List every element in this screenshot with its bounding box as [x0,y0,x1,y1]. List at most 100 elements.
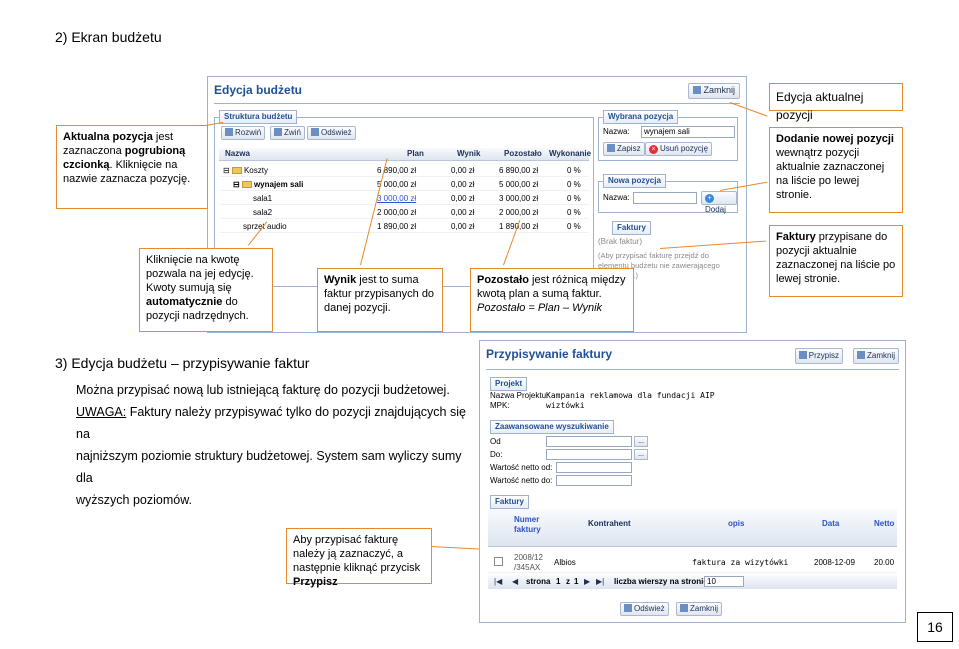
section-heading-budget-screen: 2) Ekran budżetu [55,29,162,45]
assign-label: Przypisz [808,351,839,360]
row-name[interactable]: sala1 [253,194,273,203]
col-desc[interactable]: opis [728,519,745,528]
row-plan[interactable]: 1 890,00 zł [377,222,417,231]
close-button[interactable]: Zamknij [852,348,899,364]
row-net: 20.00 [874,558,895,567]
row-name[interactable]: sala2 [253,208,273,217]
folder-icon [231,167,242,174]
close-icon [856,351,865,359]
delete-icon: × [649,145,658,154]
assign-invoice-title: Przypisywanie faktury [486,347,613,361]
row-plan[interactable]: 2 000,00 zł [377,208,417,217]
table-row[interactable]: ⊟ Koszty 6 890,00 zł 0,00 zł 6 890,00 zł… [219,164,589,177]
col-plan: Plan [407,149,424,158]
refresh-icon [624,604,632,612]
table-row[interactable]: ⊟ wynajem sali 5 000,00 zł 0,00 zł 5 000… [219,178,589,191]
refresh-label: Odśwież [321,128,352,137]
new-name-input[interactable] [633,192,697,204]
row-pozostalo: 5 000,00 zł [499,180,539,189]
mpk-value: wiztówki [546,401,585,410]
row-wykonanie: 0 % [567,222,581,231]
project-section: Projekt Nazwa Projektu: Kampania reklamo… [488,377,899,415]
project-name-label: Nazwa Projektu: [490,391,549,400]
row-plan[interactable]: 5 000,00 zł [377,180,417,189]
selected-label: Wybrana pozycja [603,110,679,124]
close-button[interactable]: Zamknij [688,83,740,99]
row-wykonanie: 0 % [567,194,581,203]
invoices-label: Faktury [490,495,529,509]
row-pozostalo: 2 000,00 zł [499,208,539,217]
expand-button[interactable]: Rozwiń [221,126,266,140]
body-line-3: najniższym poziomie struktury budżetowej… [76,449,462,485]
row-contractor: Albios [554,558,576,567]
save-button[interactable]: Zapisz [603,142,645,156]
amount-from-label: Wartość netto od: [490,463,553,472]
to-date-picker-button[interactable]: ... [634,449,648,460]
name-input[interactable]: wynajem sali [641,126,735,138]
assign-button[interactable]: Przypisz [794,348,843,364]
to-date-input[interactable] [546,449,632,460]
row-plan[interactable]: 3 000,00 zł [377,194,417,203]
cancel-label: Zamknij [690,604,719,613]
name-label: Nazwa: [603,127,630,136]
last-page-button[interactable]: ▶| [596,577,605,586]
collapse-button[interactable]: Zwiń [270,126,305,140]
body-line-4: wyższych poziomów. [76,493,193,507]
col-wykonanie: Wykonanie [549,149,592,158]
from-date-picker-button[interactable]: ... [634,436,648,447]
close-icon [680,604,688,612]
prev-page-button[interactable]: ◀ [512,577,519,586]
delete-position-button[interactable]: ×Usuń pozycję [645,142,713,156]
note-amount-click: Kliknięcie na kwotę pozwala na jej edycj… [139,248,273,332]
col-pozostalo: Pozostało [504,149,542,158]
page-total: 1 [574,577,579,586]
row-date: 2008-12-09 [814,558,855,567]
refresh-button[interactable]: Odśwież [620,602,669,616]
project-name-value: Kampania reklamowa dla fundacji AIP [546,391,715,400]
col-name: Nazwa [225,149,250,158]
col-date[interactable]: Data [822,519,840,528]
rows-per-page-select[interactable]: 10 [704,576,744,587]
collapse-label: Zwiń [284,128,301,137]
refresh-label: Odśwież [634,604,665,613]
assign-icon [798,351,807,359]
col-contractor[interactable]: Kontrahent [588,519,631,528]
row-name[interactable]: sprzęt audio [243,222,287,231]
delete-label: Usuń pozycję [660,144,709,153]
row-name[interactable]: wynajem sali [253,180,304,189]
row-pozostalo: 1 890,00 zł [499,222,539,231]
table-row[interactable]: sala2 2 000,00 zł 0,00 zł 2 000,00 zł 0 … [219,206,589,219]
section-heading-invoice-assign: 3) Edycja budżetu – przypisywanie faktur [55,355,310,371]
refresh-button[interactable]: Odśwież [307,126,356,140]
advanced-label: Zaawansowane wyszukiwanie [490,420,614,434]
add-icon: + [705,194,714,203]
from-date-input[interactable] [546,436,632,447]
folder-icon [241,181,252,188]
page-of: z [566,577,570,586]
body-line-1: Można przypisać nową lub istniejącą fakt… [76,383,450,397]
row-plan[interactable]: 6 890,00 zł [377,166,417,175]
row-name[interactable]: Koszty [243,166,268,175]
invoices-section: Faktury [488,495,548,509]
cancel-button[interactable]: Zamknij [676,602,723,616]
amount-from-input[interactable] [556,462,632,473]
amount-to-input[interactable] [556,475,632,486]
page-label: strona [526,577,551,586]
col-net[interactable]: Netto [874,519,895,528]
new-position-panel: Nowa pozycja Nazwa: +Dodaj [598,174,738,214]
save-icon [607,144,615,152]
note-invoices: Faktury przypisane do pozycji aktualnie … [769,225,903,297]
grid-header: Nazwa Plan Wynik Pozostało Wykonanie [219,148,592,161]
table-row[interactable]: 2008/12 /345AX Albios faktura za wizytów… [488,551,897,573]
invoices-label: Faktury [612,221,651,235]
next-page-button[interactable]: ▶ [584,577,591,586]
add-button[interactable]: +Dodaj [701,191,737,214]
close-icon [693,86,702,94]
table-row[interactable]: sprzęt audio 1 890,00 zł 0,00 zł 1 890,0… [219,220,589,233]
first-page-button[interactable]: |◀ [494,577,503,586]
expand-label: Rozwiń [235,128,262,137]
row-wykonanie: 0 % [567,166,581,175]
col-number[interactable]: Numer faktury [514,515,541,534]
row-checkbox[interactable] [494,557,503,566]
table-row[interactable]: sala1 3 000,00 zł 0,00 zł 3 000,00 zł 0 … [219,192,589,205]
